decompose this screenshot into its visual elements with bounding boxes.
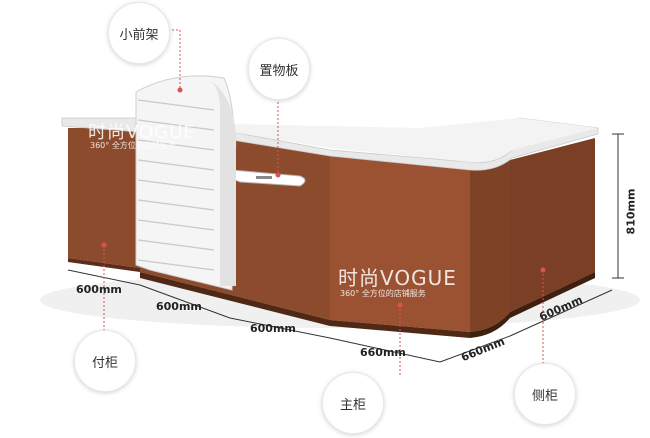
shelf-board-handle bbox=[256, 176, 272, 179]
watermark-brand-left: 时尚VOGUE bbox=[88, 122, 196, 143]
callout-side-cabinet-small-label: 付柜 bbox=[91, 355, 118, 371]
callout-main-cabinet-label: 主柜 bbox=[339, 397, 366, 413]
watermark-brand-center: 时尚VOGUE bbox=[338, 266, 457, 290]
small-front-rack-side bbox=[210, 80, 237, 286]
height-dimension-label: 810mm bbox=[624, 188, 638, 235]
dimension-lines bbox=[67, 133, 624, 363]
callout-shelf-board: 置物板 bbox=[248, 38, 310, 100]
callout-main-cabinet: 主柜 bbox=[322, 372, 384, 434]
side-cabinet-front bbox=[510, 138, 595, 312]
callout-leaders bbox=[103, 29, 544, 375]
callout-small-front-rack-label: 小前架 bbox=[119, 27, 159, 43]
dimension-label: 600mm bbox=[76, 283, 122, 296]
side-cabinet-small-front bbox=[68, 128, 140, 268]
watermark-tagline-left: 360° 全方位的店铺服务 bbox=[90, 141, 176, 150]
callout-side-cabinet: 侧柜 bbox=[514, 363, 576, 425]
dimension-label: 660mm bbox=[360, 346, 406, 359]
callout-shelf-board-label: 置物板 bbox=[259, 63, 299, 79]
corner-base bbox=[470, 312, 510, 338]
small-front-rack bbox=[135, 75, 235, 291]
dimension-label: 600mm bbox=[250, 322, 296, 335]
dimension-label: 600mm bbox=[156, 300, 202, 313]
main-cabinet-corner bbox=[470, 160, 510, 332]
main-cabinet-front bbox=[330, 150, 470, 332]
callout-small-front-rack: 小前架 bbox=[108, 2, 170, 64]
callout-side-cabinet-label: 侧柜 bbox=[531, 388, 558, 404]
rack-shelves bbox=[137, 99, 215, 271]
counter-top-surface bbox=[232, 118, 598, 163]
callout-side-cabinet-small: 付柜 bbox=[74, 330, 136, 392]
main-base-left bbox=[140, 272, 330, 326]
callout-dots bbox=[101, 87, 546, 308]
watermark-tagline-center: 360° 全方位的店铺服务 bbox=[340, 289, 426, 298]
side-base bbox=[510, 272, 595, 318]
